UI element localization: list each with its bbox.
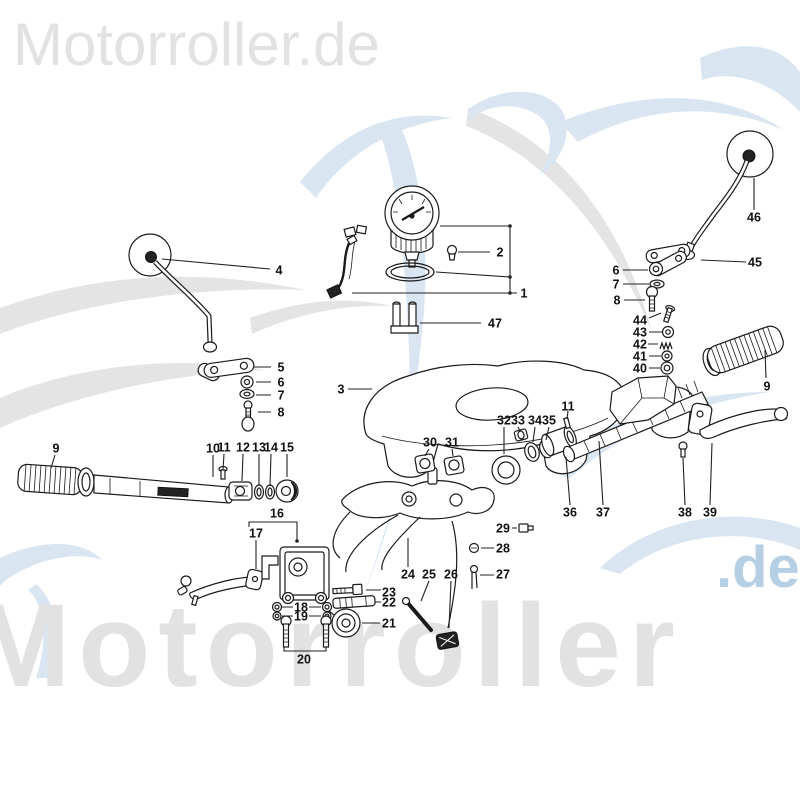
- part-label-15: 15: [280, 441, 294, 455]
- part-bushings-rings: [414, 425, 577, 485]
- part-left-mirror: [128, 233, 218, 353]
- part-cable-pin: [401, 596, 433, 632]
- part-cable-end: [435, 631, 460, 650]
- part-label-30: 30: [423, 436, 437, 450]
- part-label-20: 20: [297, 653, 311, 667]
- part-label-36: 36: [563, 506, 577, 520]
- part-label-46: 46: [747, 211, 761, 225]
- part-label-22: 22: [382, 596, 396, 610]
- part-label-37: 37: [596, 506, 610, 520]
- part-label-41: 41: [633, 350, 647, 364]
- part-cable-holder: [390, 301, 419, 334]
- part-label-33: 33: [511, 414, 525, 428]
- part-label-32: 32: [497, 414, 511, 428]
- part-label-38: 38: [678, 506, 692, 520]
- part-label-42: 42: [633, 338, 647, 352]
- part-label-25: 25: [422, 568, 436, 582]
- part-label-1: 1: [521, 287, 528, 301]
- part-bulb: [446, 244, 458, 261]
- part-label-6-b: 6: [613, 264, 620, 278]
- leader-lines: [50, 178, 767, 652]
- watermark-top-left: Motorroller.de: [13, 11, 380, 78]
- part-throttle-screws: [659, 304, 676, 375]
- part-label-7-b: 7: [613, 278, 620, 292]
- part-horn: [328, 608, 361, 638]
- part-right-grip: [706, 325, 784, 374]
- part-label-45: 45: [748, 256, 762, 270]
- part-label-9: 9: [53, 442, 60, 456]
- part-label-6: 6: [278, 376, 285, 390]
- part-handlebar-tube: [93, 474, 234, 504]
- part-cable-adjuster: [332, 595, 376, 609]
- part-lower-clamp: [332, 467, 495, 629]
- part-label-28: 28: [496, 542, 510, 556]
- part-label-3: 3: [338, 383, 345, 397]
- part-switch-housing: [261, 546, 330, 605]
- part-label-29: 29: [496, 522, 510, 536]
- part-label-2: 2: [497, 246, 504, 260]
- part-right-mirror: [680, 130, 774, 261]
- part-label-12: 12: [236, 441, 250, 455]
- part-label-43: 43: [633, 326, 647, 340]
- part-label-23: 23: [382, 586, 396, 600]
- part-label-8: 8: [278, 406, 285, 420]
- part-right-mirror-bracket: [645, 243, 691, 312]
- part-speedometer: [384, 185, 440, 268]
- part-label-4: 4: [276, 264, 283, 278]
- part-label-18: 18: [294, 601, 308, 615]
- part-label-17: 17: [249, 527, 263, 541]
- part-label-40: 40: [633, 362, 647, 376]
- part-brake-lever-left: [177, 568, 264, 607]
- part-screw-28: [468, 542, 480, 554]
- part-label-16: 16: [270, 507, 284, 521]
- part-left-grip: [17, 463, 95, 497]
- part-cotter-pin: [469, 564, 479, 589]
- part-label-27: 27: [496, 568, 510, 582]
- part-label-8-b: 8: [614, 294, 621, 308]
- part-label-14: 14: [264, 441, 278, 455]
- gray-swoosh-shapes: [0, 108, 652, 428]
- part-label-24: 24: [401, 568, 415, 582]
- part-brake-lever-right: [678, 402, 789, 458]
- part-label-5: 5: [278, 361, 285, 375]
- part-label-26: 26: [444, 568, 458, 582]
- part-label-7: 7: [278, 389, 285, 403]
- part-label-10: 10: [206, 442, 220, 456]
- part-label-44: 44: [633, 314, 647, 328]
- part-label-31: 31: [445, 436, 459, 450]
- part-oring: [385, 262, 435, 282]
- part-label-21: 21: [382, 617, 396, 631]
- part-label-47: 47: [488, 317, 502, 331]
- part-label-11: 11: [217, 441, 230, 455]
- part-label-19: 19: [294, 610, 308, 624]
- part-bolt-29: [518, 523, 534, 533]
- part-bolt-23: [332, 583, 363, 596]
- part-label-39: 39: [703, 506, 717, 520]
- part-left-mirror-bracket: [197, 357, 255, 432]
- part-speedo-cable: [326, 224, 368, 299]
- part-label-13: 13: [252, 441, 266, 455]
- part-label-11-b: 11: [561, 400, 574, 414]
- part-label-35: 35: [542, 414, 556, 428]
- part-label-34: 34: [528, 414, 542, 428]
- part-label-9-b: 9: [764, 380, 771, 394]
- watermark-bottom-suffix: .de: [716, 535, 800, 600]
